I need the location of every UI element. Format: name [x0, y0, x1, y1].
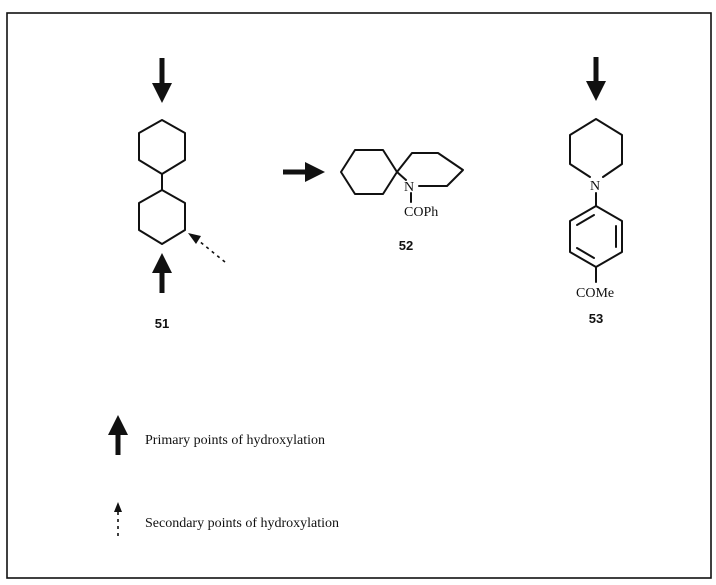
nitrogen-label-52: N — [404, 180, 414, 195]
cyclohexane-ring-bottom — [138, 189, 186, 245]
cyclohexane-ring-52 — [340, 149, 398, 195]
cyclohexane-ring-top — [138, 119, 186, 175]
acyl-label-53: COMe — [576, 286, 614, 301]
secondary-arrowhead — [188, 233, 201, 244]
dashed-arrowhead — [114, 502, 122, 512]
spiro-n-bond — [396, 171, 407, 181]
legend-primary-text: Primary points of hydroxylation — [145, 433, 325, 448]
figure-frame — [6, 12, 712, 579]
compound-number-53: 53 — [589, 311, 603, 326]
piperidine-ring-52 — [396, 152, 464, 187]
secondary-arrow — [198, 240, 226, 263]
compound-53: N COMe 53 — [569, 57, 623, 326]
nitrogen-label-53: N — [590, 179, 600, 194]
compound-51: 51 — [138, 58, 226, 331]
benzene-double-3 — [576, 247, 595, 259]
acyl-label-52: COPh — [404, 205, 438, 220]
compound-52: N COPh 52 — [283, 149, 464, 253]
legend: Primary points of hydroxylation Secondar… — [108, 415, 339, 536]
compound-number-52: 52 — [399, 238, 413, 253]
piperidine-ring-53 — [569, 118, 623, 178]
compound-number-51: 51 — [155, 316, 169, 331]
benzene-double-1 — [576, 214, 595, 226]
legend-secondary-text: Secondary points of hydroxylation — [145, 516, 339, 531]
benzene-ring-53 — [569, 205, 623, 268]
